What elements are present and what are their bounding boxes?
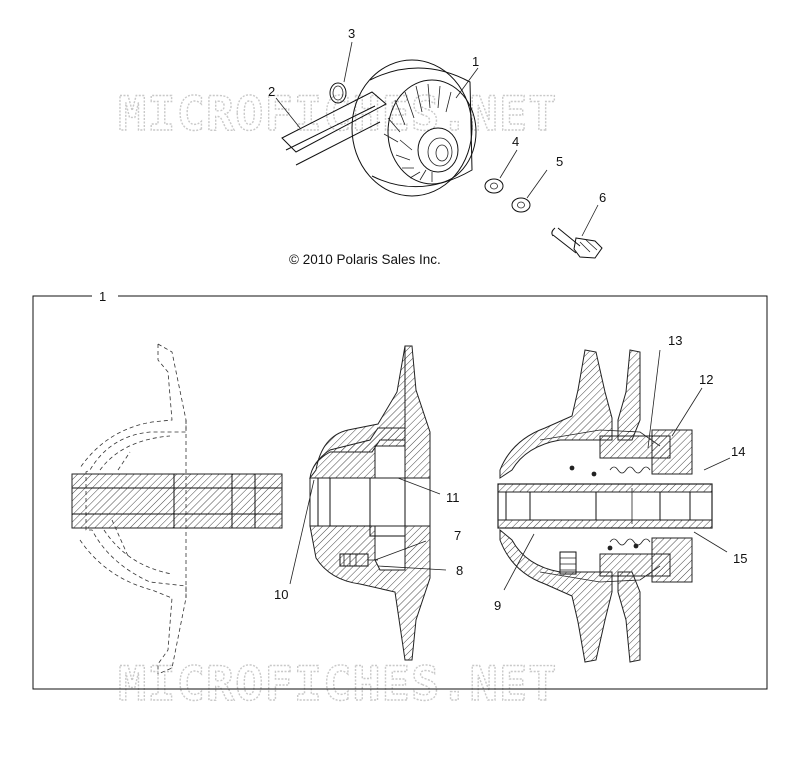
leader-14 [703, 457, 731, 471]
callout-12: 12 [699, 372, 713, 387]
leader-9 [503, 533, 535, 591]
leader-4 [499, 149, 518, 179]
callout-7: 7 [454, 528, 461, 543]
exploded-view: 1 2 3 4 5 6 [268, 26, 606, 259]
leader-2 [275, 97, 301, 129]
callout-6: 6 [599, 190, 606, 205]
copyright-text: © 2010 Polaris Sales Inc. [289, 252, 441, 267]
o-ring [329, 82, 347, 104]
leader-13 [647, 349, 661, 449]
leader-12 [671, 387, 703, 437]
detail-box-callout: 1 [99, 289, 106, 304]
leader-3 [343, 41, 353, 83]
detail-box: 1 [32, 289, 768, 690]
section-right: 13 12 14 15 9 [494, 333, 747, 663]
leader-15 [693, 531, 728, 553]
clutch-assembly [351, 59, 477, 197]
leader-7 [374, 540, 427, 561]
watermark-top: MICROFICHES.NET [118, 87, 557, 142]
callout-14: 14 [731, 444, 745, 459]
callout-8: 8 [456, 563, 463, 578]
callout-5: 5 [556, 154, 563, 169]
callout-4: 4 [512, 134, 519, 149]
leader-11 [397, 477, 441, 495]
bolt [551, 227, 603, 259]
leader-6 [581, 204, 599, 237]
callout-11: 11 [446, 490, 460, 505]
section-left [71, 343, 283, 675]
section-middle: 11 7 8 10 [274, 345, 463, 661]
leader-5 [526, 169, 548, 199]
watermark-bottom: MICROFICHES.NET [118, 657, 557, 712]
washer-4 [484, 178, 504, 194]
callout-9: 9 [494, 598, 501, 613]
leader-1 [455, 67, 479, 99]
drive-belt [281, 91, 387, 166]
washer-5 [511, 197, 531, 213]
callout-10: 10 [274, 587, 288, 602]
callout-3: 3 [348, 26, 355, 41]
leader-8 [377, 565, 447, 571]
callout-1: 1 [472, 54, 479, 69]
leader-10 [289, 479, 315, 585]
callout-15: 15 [733, 551, 747, 566]
callout-2: 2 [268, 84, 275, 99]
callout-13: 13 [668, 333, 682, 348]
